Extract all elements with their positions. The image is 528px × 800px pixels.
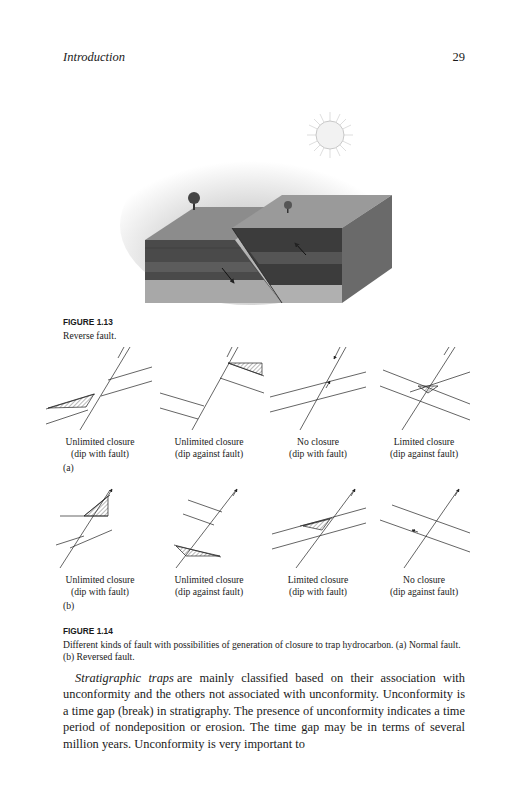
panel-letter: (a): [63, 462, 74, 474]
fault-sketches-a: [46, 347, 470, 430]
reverse-fault-block: [120, 112, 392, 305]
dip-label: (dip with fault): [45, 448, 155, 460]
closure-label: Unlimited closure: [154, 436, 264, 448]
panel-letter: (b): [63, 600, 74, 612]
page-number: 29: [400, 50, 465, 65]
closure-label: No closure: [263, 436, 373, 448]
closure-label: Unlimited closure: [45, 574, 155, 586]
dip-label: (dip against fault): [154, 586, 264, 598]
closure-label: No closure: [369, 574, 479, 586]
dip-label: (dip with fault): [263, 586, 373, 598]
closure-label: Unlimited closure: [45, 436, 155, 448]
figure-caption: Reverse fault.: [63, 330, 116, 342]
dip-label: (dip against fault): [154, 448, 264, 460]
closure-label: Limited closure: [263, 574, 373, 586]
running-header: Introduction: [63, 50, 125, 65]
body-term: Stratigraphic traps: [75, 671, 174, 685]
figure-number: FIGURE 1.13: [63, 318, 113, 328]
closure-label: Unlimited closure: [154, 574, 264, 586]
body-paragraph: Stratigraphic trapsare mainly classified…: [63, 670, 465, 752]
dip-label: (dip with fault): [263, 448, 373, 460]
closure-label: Limited closure: [369, 436, 479, 448]
dip-label: (dip with fault): [45, 586, 155, 598]
figure-number: FIGURE 1.14: [63, 627, 113, 637]
figure-caption: Different kinds of fault with possibilit…: [63, 639, 465, 662]
fault-sketches-b: [56, 489, 470, 568]
dip-label: (dip against fault): [369, 448, 479, 460]
dip-label: (dip against fault): [369, 586, 479, 598]
